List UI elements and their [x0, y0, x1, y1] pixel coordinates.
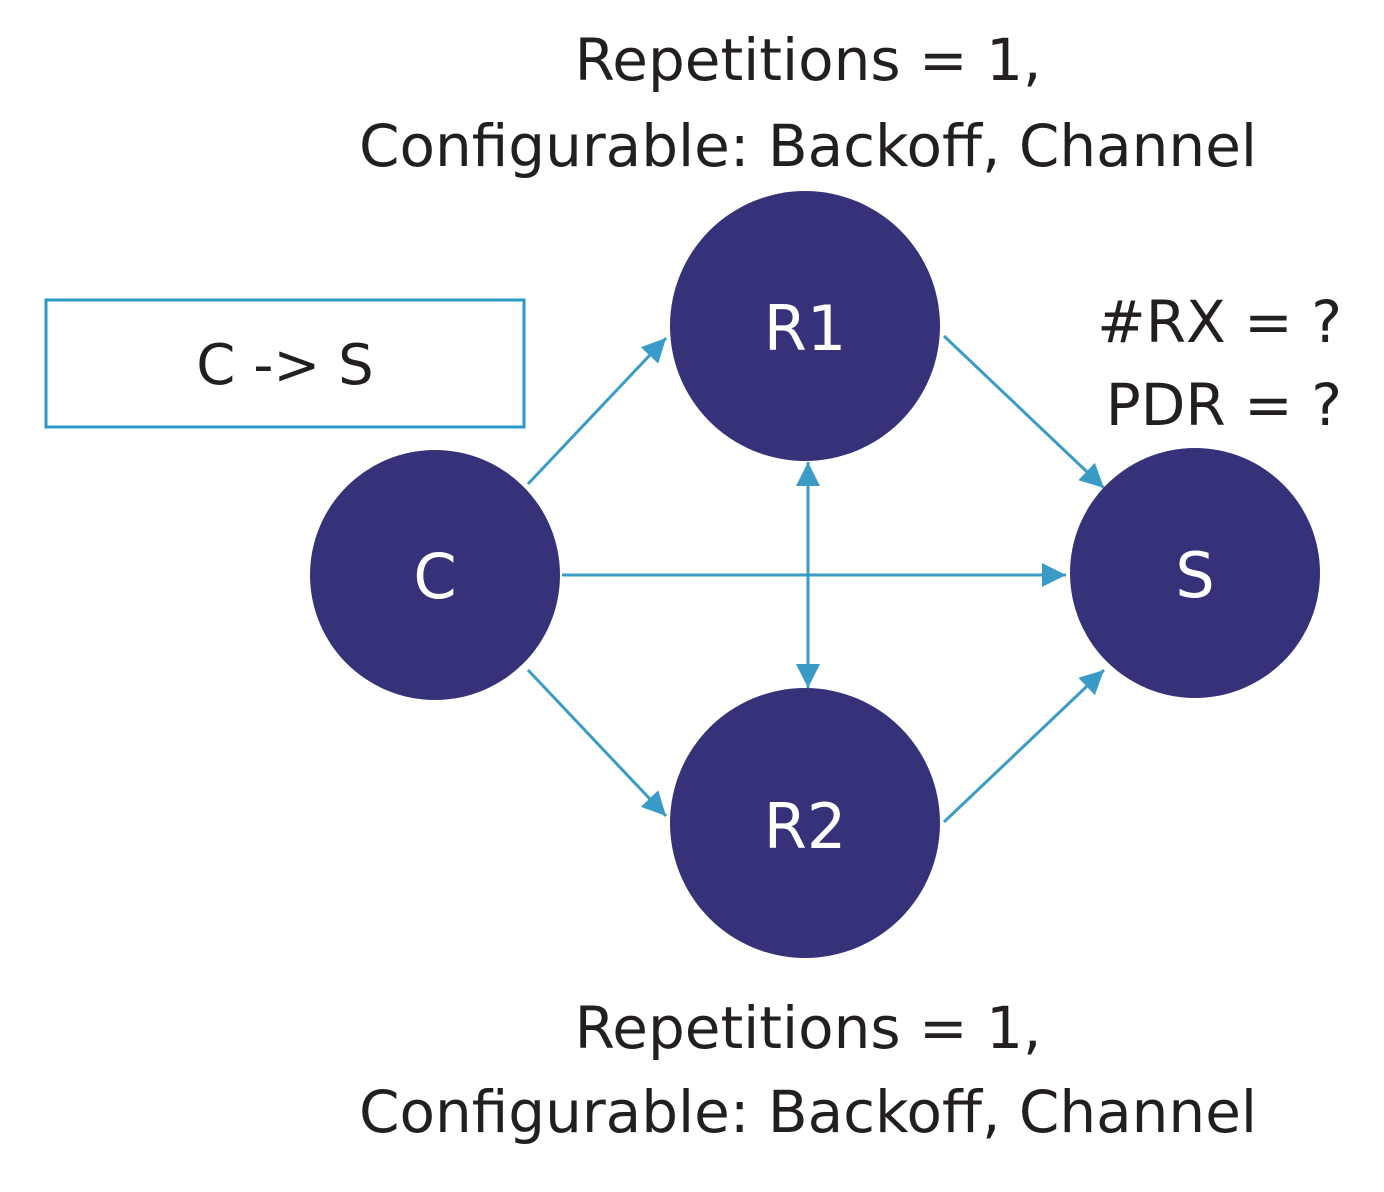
rx-metric: #RX = ? — [1097, 288, 1342, 356]
flow-box — [44, 298, 526, 429]
top-caption-line1: Repetitions = 1, — [575, 26, 1042, 94]
edge-c-to-r1 — [526, 336, 668, 486]
node-c: C — [310, 450, 560, 700]
node-s-circle — [1070, 448, 1320, 698]
bottom-caption-line1: Repetitions = 1, — [575, 994, 1042, 1062]
node-r2: R2 — [670, 688, 940, 958]
node-s: S — [1070, 448, 1320, 698]
pdr-metric: PDR = ? — [1106, 371, 1342, 439]
flow-box-label: C -> S — [196, 333, 373, 398]
node-r2-circle — [670, 688, 940, 958]
edge-r2-to-s — [942, 668, 1106, 824]
bottom-caption-line2: Configurable: Backoff, Channel — [359, 1078, 1257, 1146]
edge-c-to-r2 — [526, 668, 668, 818]
node-r1: R1 — [670, 191, 940, 461]
node-s-label: S — [1175, 539, 1214, 612]
node-r1-circle — [670, 191, 940, 461]
top-caption-line2: Configurable: Backoff, Channel — [359, 112, 1257, 180]
node-r1-label: R1 — [764, 292, 847, 365]
node-r2-label: R2 — [764, 790, 847, 863]
node-c-circle — [310, 450, 560, 700]
node-c-label: C — [413, 540, 456, 613]
edge-r1-to-s — [942, 334, 1106, 490]
